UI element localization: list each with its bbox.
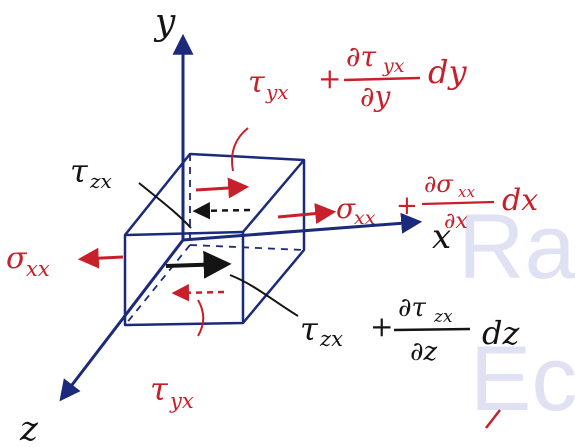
watermark-line1: Ra [458,196,575,298]
tau-yx-top-numerator-subscript: yx [382,55,405,77]
tau-zx-front-subscript: zx [319,327,343,351]
tau-zx-front-denominator: ∂z [410,337,437,367]
z-axis [59,239,185,402]
tau-zx-front-numerator: ∂τ [398,293,426,323]
sigma-xx-right-subscript: xx [354,207,376,229]
sigma-xx-right-denominator: ∂x [444,209,468,234]
sigma-xx-right-numerator-subscript: xx [458,183,475,201]
stress-arrows [77,127,337,337]
tau-zx-left-subscript: zx [89,169,112,193]
tau-zx-front-leader [229,274,299,317]
tau-yx-bottom-subscript: yx [169,389,194,413]
watermark-line2: Ec [470,328,575,430]
sigma-xx-right-dx: dx [502,183,538,218]
cube-front-face [123,230,245,327]
tau-zx-front-arrow [165,250,232,279]
tau-yx-top-dy: dy [428,53,467,91]
sigma-xx-right-symbol: σ [336,192,356,225]
cube-right-face [242,160,306,324]
y-axis-label: y [153,2,176,43]
sigma-xx-right-fraction-bar [421,200,495,206]
tau-yx-top-fraction-bar [343,76,421,82]
tau-zx-left-leader [138,182,192,229]
sigma-xx-right-label: σ xx + ∂σ xx ∂x dx [336,170,538,234]
tau-zx-left-symbol: τ [70,152,89,190]
tau-zx-front-fraction-bar [393,327,471,332]
tau-yx-bottom-symbol: τ [150,370,169,408]
cube-hidden-edges [124,154,305,326]
tau-zx-front-numerator-subscript: zx [433,307,453,327]
sigma-xx-right-arrow [277,203,337,225]
tau-yx-top-arrow [195,177,250,199]
tau-yx-top-label: τ yx + ∂τ yx ∂y dy [248,40,467,113]
sigma-xx-left-subscript: xx [26,257,50,281]
tau-yx-top-symbol: τ [248,65,265,100]
stress-cube [123,152,306,327]
tau-yx-bottom-reverse-arrow [171,283,225,302]
tau-zx-front-plus: + [370,310,393,343]
tau-yx-top-reverse-arrow [192,201,251,220]
tau-yx-top-subscript: yx [265,80,289,104]
tau-zx-front-symbol: τ [300,310,319,348]
tau-yx-bottom-leader [197,299,205,337]
sigma-xx-right-plus: + [396,191,418,221]
tau-zx-front-dz: dz [482,314,520,352]
tau-yx-top-plus: + [318,62,341,95]
tau-yx-top-denominator: ∂y [360,80,391,113]
cube-top-face [124,152,306,236]
z-axis-label: z [19,409,39,447]
tau-yx-top-numerator: ∂τ [346,40,376,73]
tau-zx-front-label: τ zx + ∂τ zx ∂z dz [300,293,520,367]
sigma-xx-right-numerator: ∂σ [424,170,453,198]
tau-yx-bottom-label: τ yx [150,370,194,413]
tau-yx-top-leader [230,127,249,172]
tau-zx-left-label: τ zx [70,152,112,193]
sigma-xx-left-label: σ xx [6,241,50,281]
sigma-xx-left-symbol: σ [6,241,28,276]
x-axis [182,212,423,242]
sigma-xx-left-arrow [77,247,124,269]
x-axis-label: x [432,217,451,257]
pen-mark [485,409,501,429]
